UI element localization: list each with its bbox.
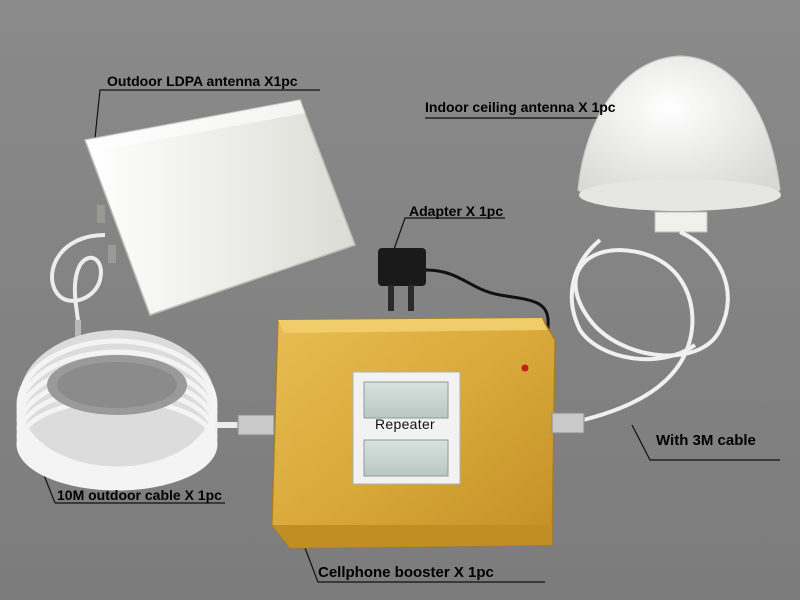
ceiling-antenna [577,55,781,233]
ldpa-antenna [83,99,356,316]
coiled-cable [16,330,240,491]
label-outdoor-cable: 10M outdoor cable X 1pc [57,487,222,503]
booster-unit [237,317,585,549]
label-indoor-antenna: Indoor ceiling antenna X 1pc [425,99,616,115]
label-cable-length: With 3M cable [656,432,756,449]
label-outdoor-antenna: Outdoor LDPA antenna X1pc [107,73,298,89]
jumper-cable [50,233,106,340]
label-adapter: Adapter X 1pc [409,203,504,219]
leader-lines [39,89,780,583]
power-adapter [378,248,550,345]
ceiling-cable [559,230,730,427]
label-booster: Cellphone booster X 1pc [318,564,494,581]
repeater-display-text: Repeater [375,416,435,432]
